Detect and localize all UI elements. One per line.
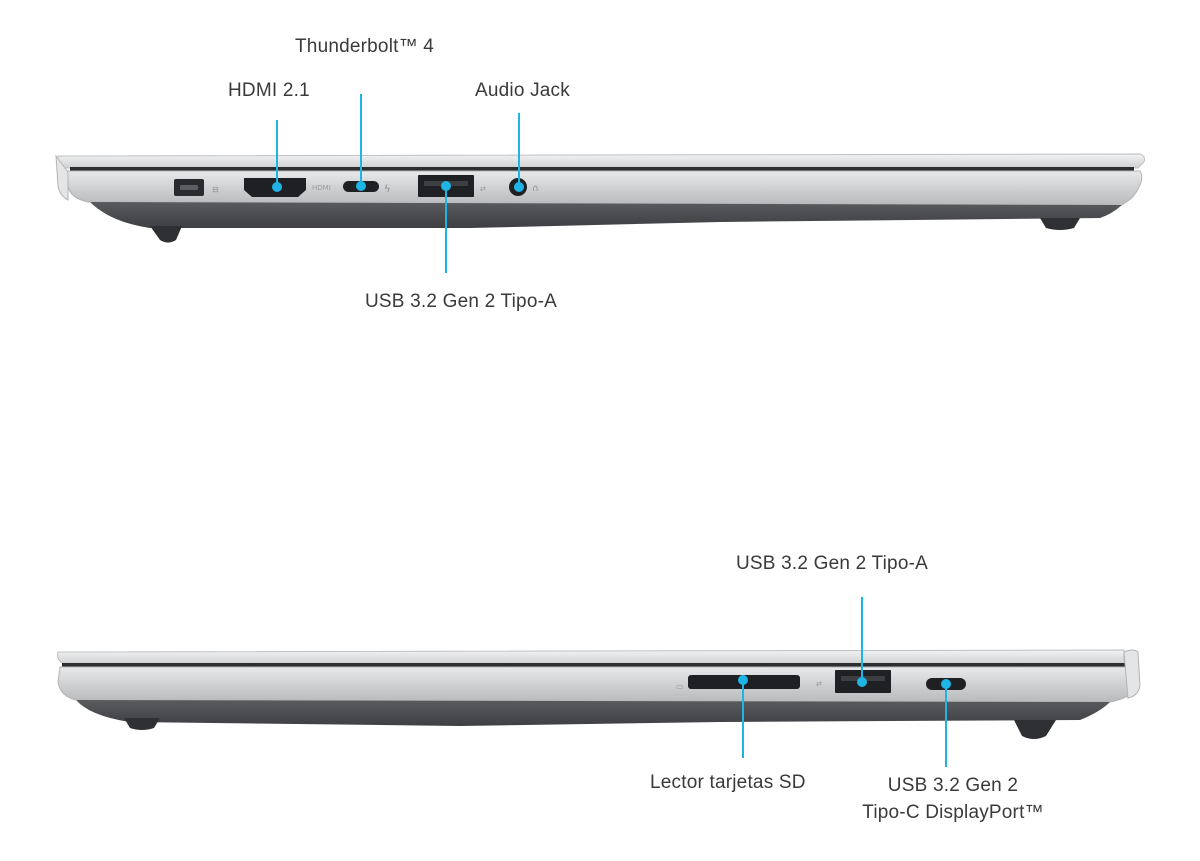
usb-c-label-line2: Tipo-C DisplayPort™ <box>862 802 1044 823</box>
thunderbolt-label: Thunderbolt™ 4 <box>295 36 435 57</box>
callout-dot <box>356 181 366 191</box>
callout-dot <box>738 675 748 685</box>
usb-a-label-right: USB 3.2 Gen 2 Tipo-A <box>736 553 928 574</box>
usb-c-label: USB 3.2 Gen 2 Tipo-C DisplayPort™ <box>848 772 1058 826</box>
laptop-foot <box>1040 218 1080 230</box>
laptop-lid <box>57 649 1125 665</box>
laptop-base <box>90 202 1122 228</box>
laptop-body <box>67 170 1143 206</box>
callouts-right <box>738 597 951 767</box>
callout-dot <box>857 677 867 687</box>
hdmi-label: HDMI 2.1 <box>228 80 310 101</box>
callout-dot <box>272 182 282 192</box>
callout-dot <box>441 181 451 191</box>
laptop-base <box>76 700 1110 726</box>
callout-dot <box>514 182 524 192</box>
laptop-right-side: ▭ ⇄ <box>57 649 1141 739</box>
svg-text:▭: ▭ <box>676 682 684 691</box>
svg-text:⇄: ⇄ <box>480 185 486 193</box>
usb-a-label-left: USB 3.2 Gen 2 Tipo-A <box>365 291 557 312</box>
laptop-left-side: ⊟ HDMI ϟ ⇄ ∩ <box>55 153 1145 243</box>
laptop-foot <box>1014 720 1056 739</box>
callout-dot <box>941 679 951 689</box>
usb-c-label-line1: USB 3.2 Gen 2 <box>887 775 1019 796</box>
laptop-body <box>57 666 1129 703</box>
sd-reader-label: Lector tarjetas SD <box>650 772 806 793</box>
svg-text:⇄: ⇄ <box>816 680 822 688</box>
svg-text:HDMI: HDMI <box>312 184 331 192</box>
svg-text:ϟ: ϟ <box>384 184 391 195</box>
svg-text:⊟: ⊟ <box>212 185 219 194</box>
laptop-lid <box>57 153 1145 169</box>
audio-jack-label: Audio Jack <box>475 80 570 101</box>
laptop-foot <box>150 226 182 243</box>
laptop-foot <box>124 718 160 730</box>
svg-text:∩: ∩ <box>532 184 539 194</box>
callouts-left <box>272 94 524 273</box>
